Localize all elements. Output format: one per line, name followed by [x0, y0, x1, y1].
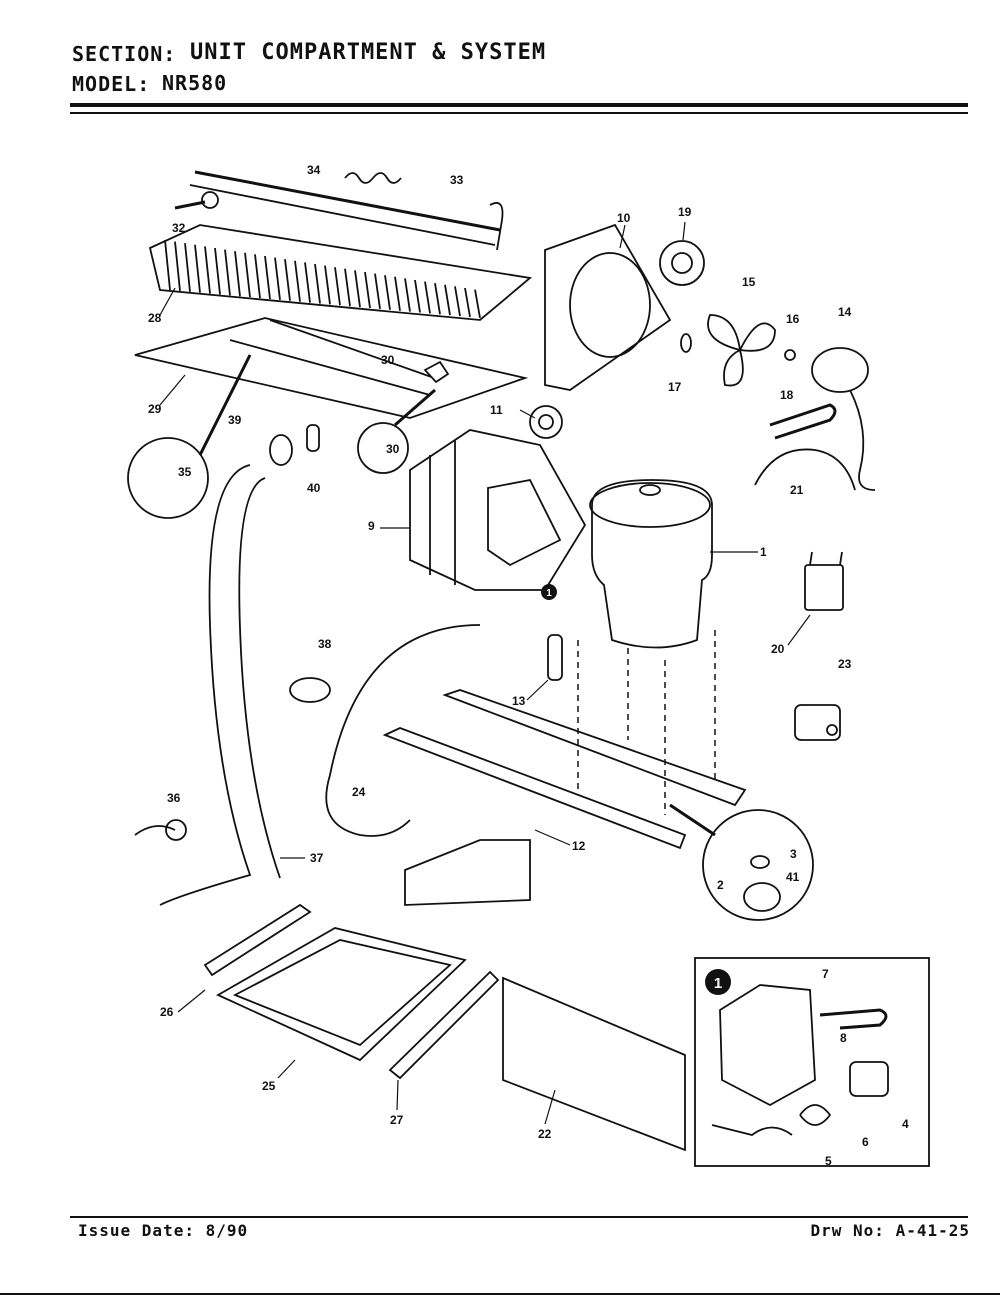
callout-16: 16	[786, 312, 800, 326]
callout-25: 25	[262, 1079, 276, 1093]
callout-37: 37	[310, 851, 324, 865]
part-plate	[134, 317, 529, 419]
callout-14: 14	[838, 305, 852, 319]
part-grommet-small	[529, 405, 563, 439]
callout-12: 12	[572, 839, 586, 853]
callout-21: 21	[790, 483, 804, 497]
part-sleeve-41	[750, 855, 770, 869]
callout-41: 41	[786, 870, 800, 884]
callout-29: 29	[148, 402, 162, 416]
callout-15: 15	[742, 275, 756, 289]
callout-19: 19	[678, 205, 692, 219]
model-label: MODEL:	[72, 72, 151, 96]
part-evaporator-pan	[409, 429, 587, 591]
callout-34: 34	[307, 163, 321, 177]
callout-39: 39	[228, 413, 242, 427]
part-compressor	[589, 479, 713, 649]
callout-9: 9	[368, 519, 375, 533]
part-condenser	[148, 224, 533, 321]
part-clamp	[289, 677, 331, 703]
inset-reference-marker	[541, 584, 557, 600]
callout-6: 6	[862, 1135, 869, 1149]
header-rule-thin	[70, 112, 968, 114]
callout-10: 10	[617, 211, 631, 225]
callout-11: 11	[490, 403, 503, 417]
part-base-frame	[382, 689, 747, 906]
inset-marker-number: 1	[714, 975, 722, 992]
section-label: SECTION:	[72, 42, 177, 66]
part-spacer-40	[306, 424, 320, 452]
callout-26: 26	[160, 1005, 174, 1019]
part-bracket	[769, 403, 837, 440]
part-fan-shroud	[544, 223, 672, 391]
callout-3: 3	[790, 847, 797, 861]
inset-reference-number: 1	[546, 588, 552, 599]
callout-30-detail: 30	[386, 442, 400, 456]
callout-1: 1	[760, 545, 767, 559]
callout-30: 30	[381, 353, 395, 367]
callout-33: 33	[450, 173, 464, 187]
part-wire-harness	[754, 448, 856, 491]
callout-23: 23	[838, 657, 852, 671]
callout-4: 4	[902, 1117, 909, 1131]
callout-leader-lines	[159, 221, 811, 1125]
callout-27: 27	[390, 1113, 404, 1127]
detail-circle-30	[357, 422, 409, 474]
inset-detail-box	[694, 957, 930, 1167]
model-number: NR580	[162, 71, 228, 95]
callout-24: 24	[352, 785, 366, 799]
callout-35: 35	[178, 465, 192, 479]
section-title: UNIT COMPARTMENT & SYSTEM	[190, 40, 547, 65]
page-edge-line	[0, 1293, 1000, 1295]
part-clip	[680, 333, 692, 353]
part-drain-pan	[216, 927, 467, 1062]
callout-18: 18	[780, 388, 794, 402]
detail-circle-35	[127, 437, 209, 519]
header-rule-thick	[70, 103, 968, 107]
issue-date: Issue Date: 8/90	[78, 1221, 249, 1240]
part-rail-27	[388, 970, 500, 1080]
callout-36: 36	[167, 791, 181, 805]
part-relay	[794, 704, 841, 741]
callout-28: 28	[148, 311, 162, 325]
part-grommet-2	[743, 882, 781, 912]
callout-17: 17	[668, 380, 682, 394]
callout-7: 7	[822, 967, 829, 981]
part-power-cord	[325, 624, 481, 837]
part-grommet	[659, 240, 705, 286]
callout-13: 13	[512, 694, 526, 708]
callout-2: 2	[717, 878, 724, 892]
callout-8: 8	[840, 1031, 847, 1045]
part-drain-fitting	[134, 819, 187, 841]
part-rod-assembly	[189, 170, 504, 251]
callout-20: 20	[771, 642, 785, 656]
part-rail-26	[203, 903, 312, 977]
footer-rule	[70, 1216, 968, 1218]
drawing-number: Drw No: A-41-25	[810, 1221, 970, 1240]
callout-22: 22	[538, 1127, 552, 1141]
part-grommet-39	[269, 434, 293, 466]
part-capacitor	[804, 551, 844, 611]
callout-32: 32	[172, 221, 186, 235]
part-fan-blade	[707, 314, 776, 387]
inset-marker	[705, 969, 731, 995]
part-retainer	[423, 360, 450, 384]
part-screw	[174, 191, 219, 210]
mounting-guide-lines	[577, 630, 716, 815]
part-fan-motor	[811, 347, 876, 491]
part-access-cover	[502, 976, 686, 1152]
part-drain-tube	[159, 464, 252, 906]
callout-40: 40	[307, 481, 321, 495]
part-drier	[547, 634, 563, 681]
part-nut	[784, 349, 796, 361]
callout-38: 38	[318, 637, 332, 651]
callout-5: 5	[825, 1154, 832, 1168]
